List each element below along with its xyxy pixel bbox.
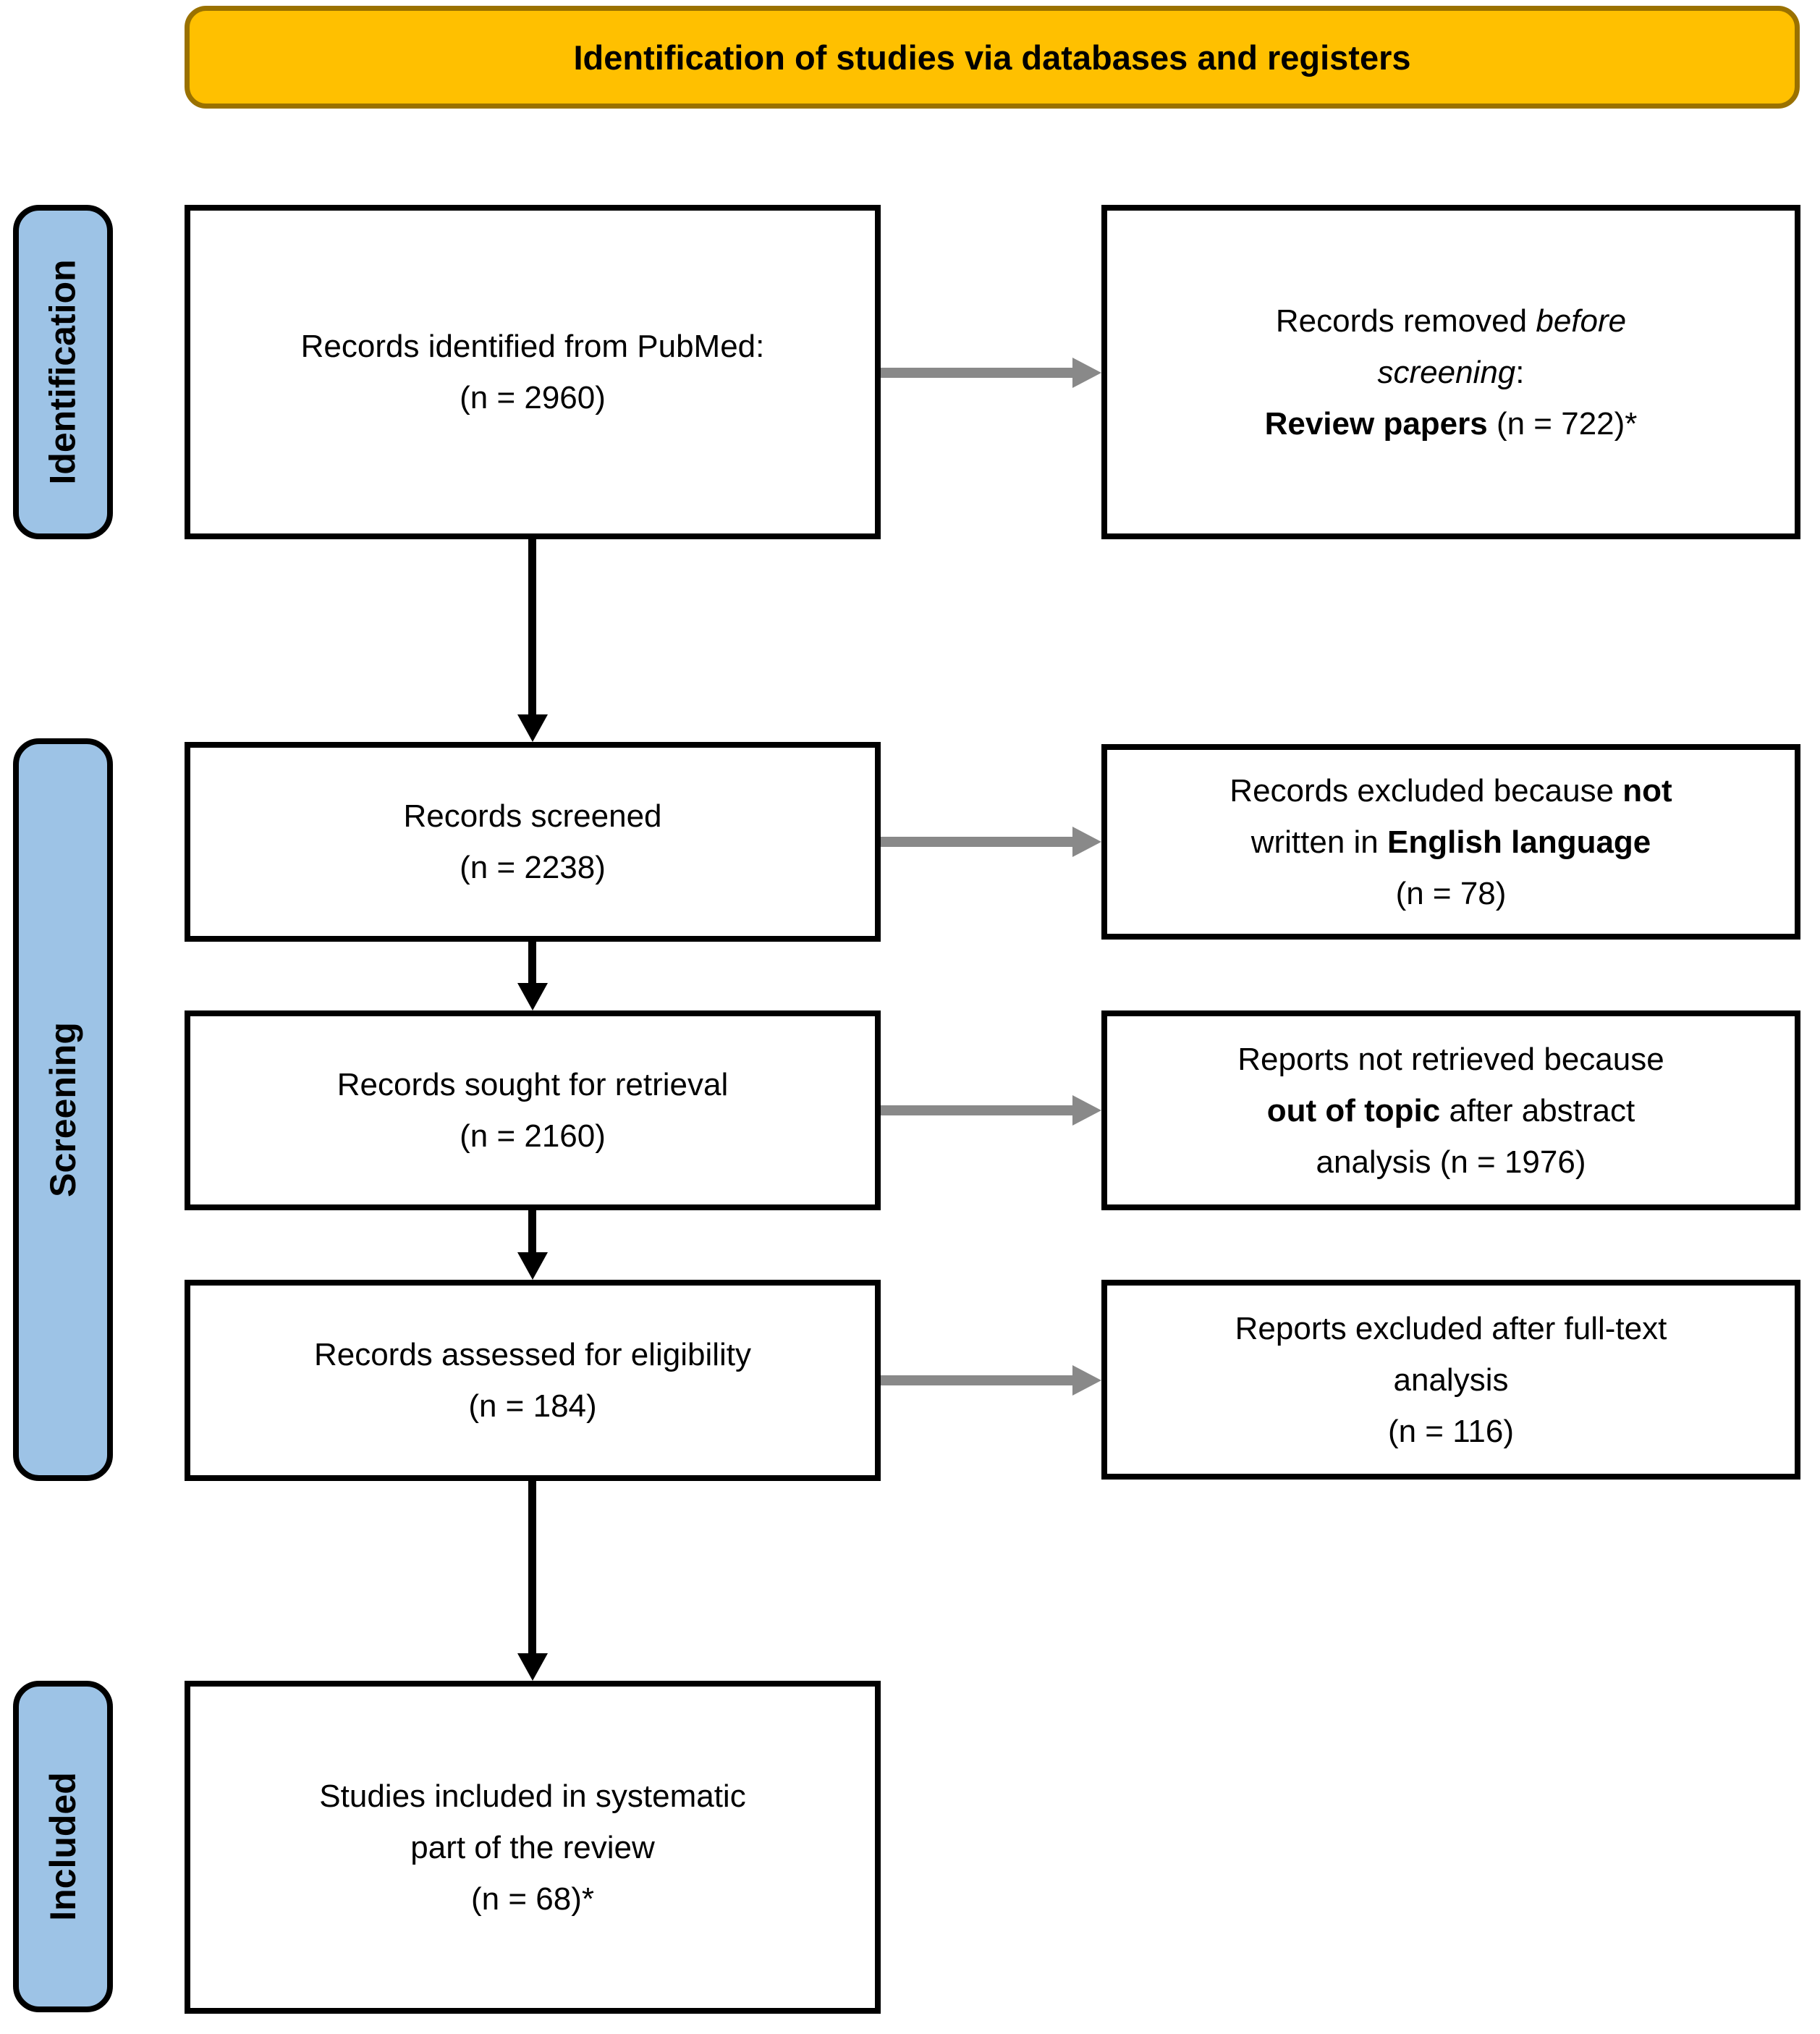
- box-studies-included-line3: (n = 68)*: [471, 1881, 594, 1917]
- banner-title: Identification of studies via databases …: [573, 38, 1411, 77]
- arrow-screened-to-excluded-line: [881, 837, 1072, 847]
- box-excluded-fulltext-line2: analysis: [1393, 1362, 1509, 1398]
- box-removed-line1: Records removed before: [1275, 303, 1627, 339]
- stage-label-included: Included: [13, 1681, 113, 2012]
- box-records-assessed-line1: Records assessed for eligibility: [313, 1337, 752, 1372]
- box-records-screened: Records screened (n = 2238): [185, 742, 881, 942]
- box-records-sought-line1: Records sought for retrieval: [337, 1067, 729, 1102]
- box-not-retrieved-line1: Reports not retrieved because: [1237, 1041, 1664, 1077]
- stage-label-screening-text: Screening: [43, 1022, 83, 1197]
- arrow-identified-to-screened-line: [528, 539, 536, 716]
- box-records-sought-line2: (n = 2160): [460, 1118, 606, 1154]
- arrow-assessed-to-excluded-fulltext-head: [1072, 1365, 1101, 1396]
- box-records-removed-before-screening: Records removed before screening: Review…: [1101, 205, 1800, 539]
- box-records-identified-line1: Records identified from PubMed:: [300, 329, 765, 364]
- banner: Identification of studies via databases …: [185, 6, 1800, 109]
- box-records-assessed-line2: (n = 184): [468, 1388, 597, 1424]
- box-not-retrieved-line2: out of topic after abstract: [1266, 1092, 1635, 1128]
- arrow-screened-to-sought-head: [517, 983, 548, 1010]
- stage-label-screening: Screening: [13, 738, 113, 1481]
- box-reports-excluded-fulltext: Reports excluded after full-text analysi…: [1101, 1280, 1800, 1480]
- box-records-assessed: Records assessed for eligibility (n = 18…: [185, 1280, 881, 1481]
- box-excluded-fulltext-line3: (n = 116): [1387, 1413, 1515, 1449]
- box-records-screened-line1: Records screened: [403, 798, 662, 834]
- arrow-sought-to-assessed-head: [517, 1252, 548, 1280]
- box-studies-included: Studies included in systematic part of t…: [185, 1681, 881, 2014]
- box-records-sought: Records sought for retrieval (n = 2160): [185, 1010, 881, 1210]
- box-records-screened-line2: (n = 2238): [460, 850, 606, 885]
- box-excluded-language-line2: written in English language: [1250, 824, 1651, 860]
- box-not-retrieved-line3: analysis (n = 1976): [1316, 1144, 1586, 1180]
- box-removed-line3: Review papers (n = 722)*: [1264, 405, 1638, 442]
- stage-label-identification-text: Identification: [43, 259, 84, 485]
- arrow-sought-to-not-retrieved-line: [881, 1105, 1072, 1115]
- box-records-identified-line2: (n = 2960): [460, 380, 606, 415]
- arrow-sought-to-not-retrieved-head: [1072, 1095, 1101, 1126]
- arrow-screened-to-excluded-head: [1072, 827, 1101, 857]
- arrow-sought-to-assessed-line: [528, 1210, 536, 1254]
- box-reports-not-retrieved: Reports not retrieved because out of top…: [1101, 1010, 1800, 1210]
- arrow-assessed-to-included-head: [517, 1653, 548, 1681]
- box-removed-line2: screening:: [1377, 354, 1525, 390]
- arrow-screened-to-sought-line: [528, 942, 536, 984]
- box-records-excluded-language: Records excluded because not written in …: [1101, 744, 1800, 940]
- box-excluded-language-line3: (n = 78): [1395, 875, 1507, 911]
- box-records-identified: Records identified from PubMed: (n = 296…: [185, 205, 881, 539]
- stage-label-included-text: Included: [43, 1772, 84, 1921]
- box-excluded-fulltext-line1: Reports excluded after full-text: [1235, 1310, 1667, 1346]
- arrow-assessed-to-included-line: [528, 1481, 536, 1655]
- arrow-identified-to-removed-line: [881, 368, 1072, 378]
- box-studies-included-line2: part of the review: [410, 1829, 655, 1865]
- arrow-assessed-to-excluded-fulltext-line: [881, 1375, 1072, 1385]
- arrow-identified-to-removed-head: [1072, 358, 1101, 388]
- arrow-identified-to-screened-head: [517, 714, 548, 742]
- box-excluded-language-line1: Records excluded because not: [1229, 772, 1672, 809]
- box-studies-included-line1: Studies included in systematic: [319, 1778, 746, 1814]
- stage-label-identification: Identification: [13, 205, 113, 539]
